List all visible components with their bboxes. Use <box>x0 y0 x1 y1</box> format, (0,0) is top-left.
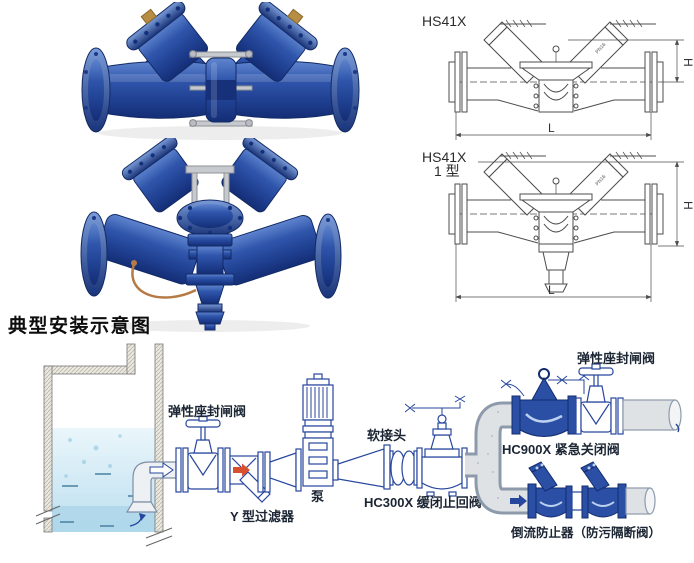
flange <box>257 451 264 493</box>
drawing-variant-label: 1 型 <box>434 163 460 179</box>
motor-fins <box>306 387 328 418</box>
svg-text:H: H <box>681 58 694 67</box>
right-bonnet <box>221 138 299 213</box>
backflow-preventer <box>527 461 627 519</box>
technical-drawing-hs41x-type1: HS41X 1 型 PN16 L H <box>422 149 694 302</box>
label-backflow-preventer: 倒流防止器（防污隔断阀） <box>510 525 661 540</box>
dimension-H: H <box>478 161 694 247</box>
svg-text:L: L <box>548 283 555 297</box>
product-photo-valve-with-drain <box>80 138 342 332</box>
label-gate-valve-left: 弹性座封闸阀 <box>168 404 246 419</box>
vent-valve-icon <box>404 395 466 413</box>
pilot-valve-icon <box>500 371 590 389</box>
label-flexible-joint: 软接头 <box>367 428 406 443</box>
label-check-valve: HC300X 缓闭止回阀 <box>364 495 482 510</box>
flange <box>295 448 302 492</box>
flow-arrow-red-icon <box>233 463 250 477</box>
break-line <box>35 505 61 525</box>
water-ripple-marks <box>60 473 140 527</box>
check-valve-hc300x <box>404 395 468 497</box>
reducer-cone <box>269 452 297 488</box>
valve-line-drawing <box>448 19 664 113</box>
diffuser-cone <box>337 448 385 488</box>
svg-text:L: L <box>548 121 555 135</box>
outlet-pipe-top <box>622 399 682 433</box>
flange <box>383 444 391 490</box>
label-pump: 泵 <box>311 489 324 504</box>
left-bonnet <box>121 138 199 213</box>
valve-photo-assembly <box>81 2 360 133</box>
dimension-L: L <box>455 112 652 140</box>
flexible-joint <box>389 450 418 486</box>
label-emergency-valve: HC900X 紧急关闭阀 <box>502 442 620 457</box>
left-bonnet <box>126 2 208 82</box>
center-spool <box>189 50 253 127</box>
dimension-L: L <box>455 244 652 302</box>
flow-arrow-blue-icon <box>510 494 527 508</box>
drawing-model-label: HS41X <box>422 13 467 29</box>
y-strainer <box>229 455 271 503</box>
flange <box>264 451 271 493</box>
pilot-piping <box>505 379 585 397</box>
svg-text:H: H <box>681 201 694 210</box>
break-line <box>145 527 173 547</box>
pilot-piping <box>412 402 461 415</box>
drain-assembly <box>185 233 235 331</box>
product-photo-double-check-valve <box>81 2 360 140</box>
right-bonnet <box>236 2 318 82</box>
flow-arrow-up-icon <box>139 513 146 521</box>
technical-drawing-hs41x: HS41X PN16 L H <box>422 13 694 140</box>
outlet-pipe-bottom <box>625 487 656 515</box>
gate-valve-upstream <box>175 415 231 493</box>
section-title: 典型安装示意图 <box>8 316 152 337</box>
valve-line-drawing <box>448 151 664 245</box>
dimension-H: H <box>568 39 694 83</box>
water-tank <box>35 343 173 547</box>
gate-valve-downstream <box>575 363 624 435</box>
emergency-valve-hc900x <box>500 368 590 437</box>
copper-tube <box>131 263 197 299</box>
drawing-model-label: HS41X <box>422 149 467 165</box>
bracket-rod <box>223 171 230 207</box>
label-gate-valve-right: 弹性座封闸阀 <box>577 351 655 366</box>
photo-shadow <box>98 126 342 140</box>
flow-arrow-white-icon <box>149 462 174 478</box>
pump <box>302 373 339 487</box>
bracket-rod <box>191 171 198 207</box>
drain-extension <box>538 243 574 293</box>
label-strainer: Y 型过滤器 <box>230 509 295 524</box>
bracket-bar <box>185 165 235 174</box>
valve-photo-assembly-2 <box>80 138 342 331</box>
manifold-pipe <box>465 401 528 515</box>
installation-schematic: 弹性座封闸阀 Y 型过滤器 泵 <box>35 343 682 547</box>
